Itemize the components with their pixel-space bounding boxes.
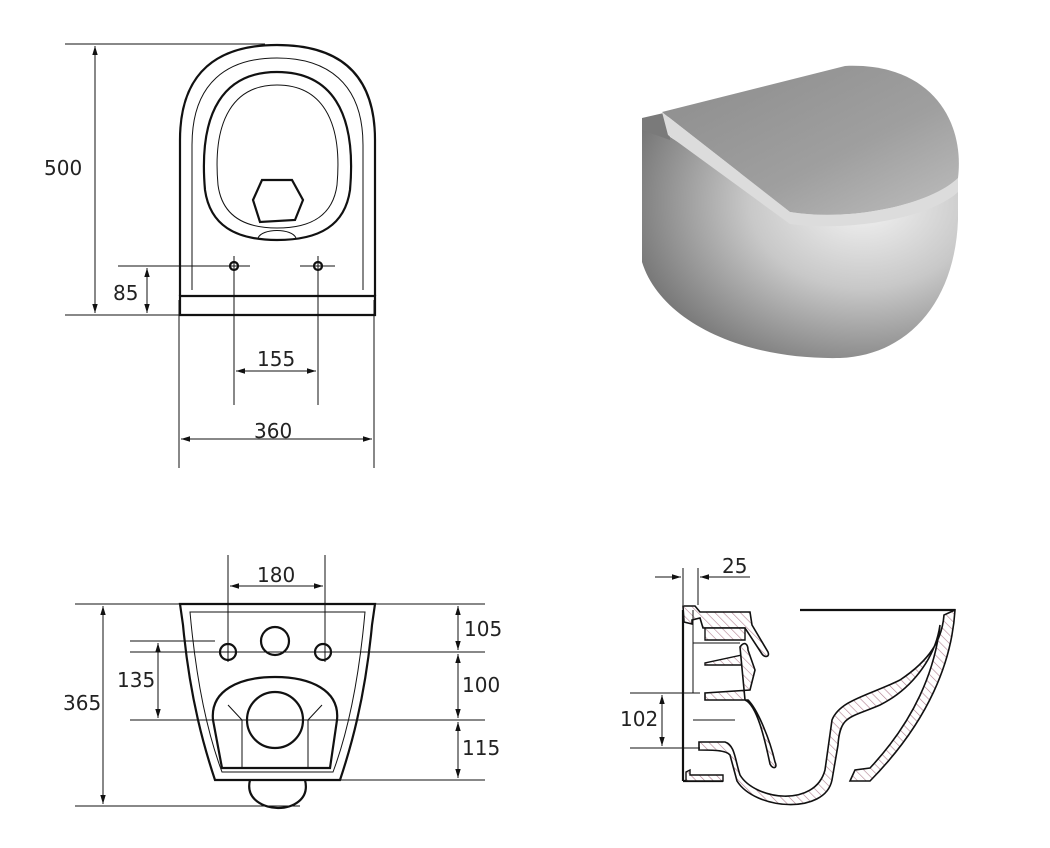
outlet-hole (251, 178, 305, 224)
seat-ring (202, 70, 353, 242)
dim-hole-height-85: 85 (113, 281, 138, 305)
toilet-3d-render (642, 65, 959, 359)
dim-offset-100: 100 (462, 673, 500, 697)
dim-offset-105: 105 (464, 617, 502, 641)
dim-width-360: 360 (254, 419, 292, 443)
top-view-base (178, 294, 377, 317)
section-view: 25 102 (620, 554, 956, 806)
dim-offset-135: 135 (117, 668, 155, 692)
dim-outlet-height-102: 102 (620, 707, 658, 731)
dim-hole-spacing-180: 180 (257, 563, 295, 587)
dim-height-500: 500 (44, 156, 82, 180)
dim-offset-115: 115 (462, 736, 500, 760)
rear-view: 180 365 135 105 100 115 (63, 555, 502, 810)
dim-total-height-365: 365 (63, 691, 101, 715)
water-inlet (259, 625, 291, 657)
dim-hole-spacing-155: 155 (257, 347, 295, 371)
top-view-outline (178, 43, 377, 296)
dim-wall-gap-25: 25 (722, 554, 747, 578)
top-view: 500 85 155 360 (44, 43, 377, 468)
